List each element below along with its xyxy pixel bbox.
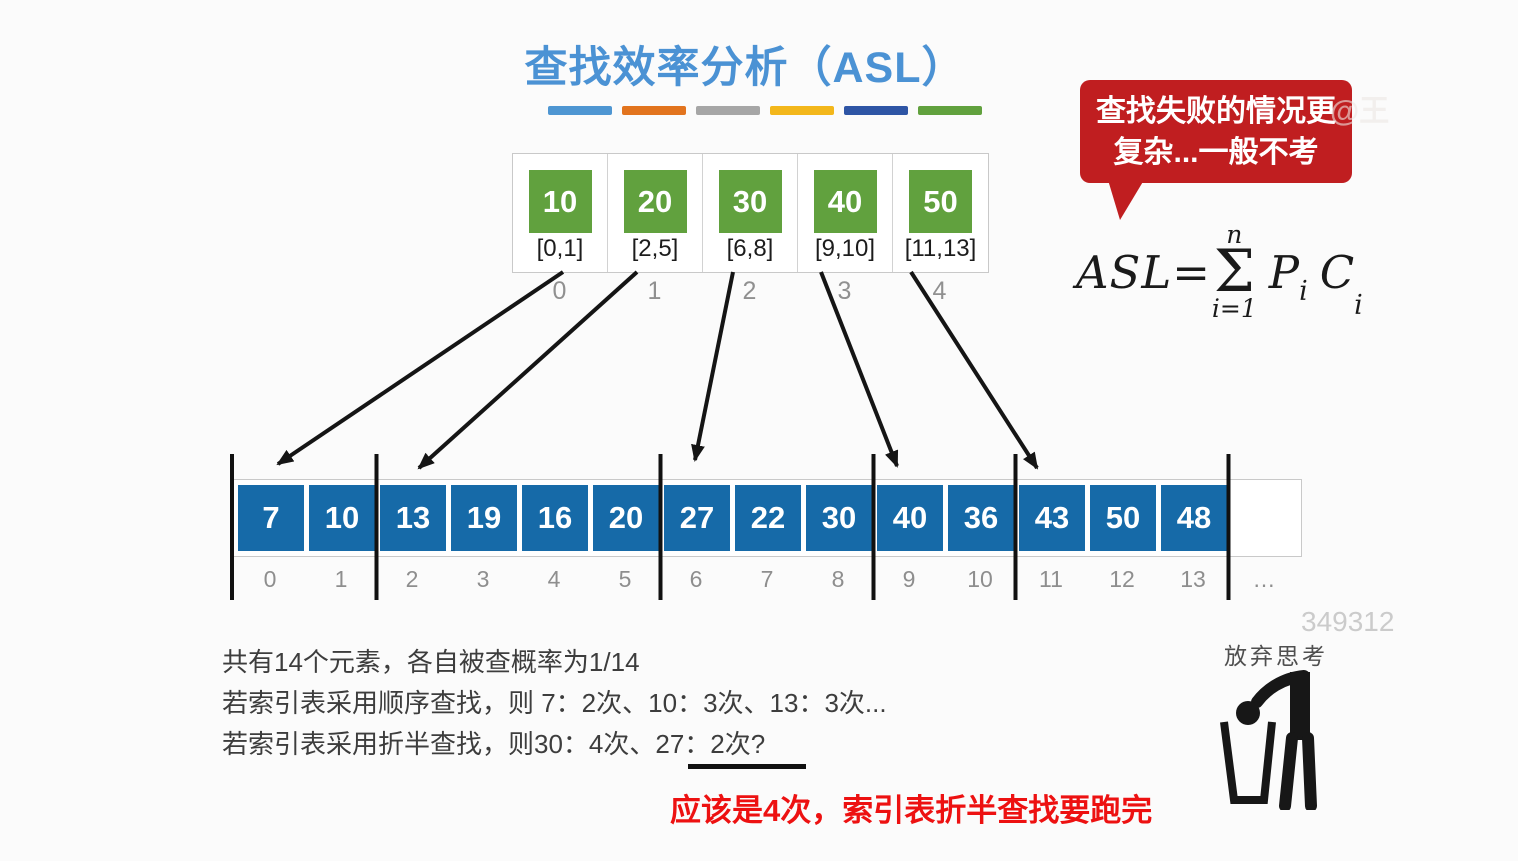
array-cell: 36 [948, 485, 1014, 551]
array-index: 5 [618, 566, 632, 592]
array-cell: 40 [877, 485, 943, 551]
sigma-stack: n Σ i=1 [1212, 222, 1257, 323]
give-up-label: 放弃思考 [1224, 643, 1328, 669]
main-array-indices: 0 1 2 3 4 5 6 7 8 9 10 11 12 13 … [232, 566, 1302, 593]
array-cell: 7 [238, 485, 304, 551]
index-range-label: [11,13] [904, 235, 977, 262]
sigma-lower-bound: i=1 [1211, 294, 1257, 324]
title-underline [548, 106, 982, 115]
sigma-symbol: Σ [1213, 237, 1255, 305]
array-index: 8 [831, 566, 845, 592]
array-cell: 13 [380, 485, 446, 551]
callout-line2: 复杂...一般不考 [1113, 135, 1319, 169]
note-line2: 若索引表采用顺序查找，则 7：2次、10：3次、13：3次... [222, 688, 887, 718]
watermark-overlay: @王 [1330, 95, 1390, 128]
litter-person-icon [1220, 670, 1317, 810]
sigma-upper-bound: n [1226, 220, 1243, 249]
index-table-indices: 0 1 2 3 4 [512, 277, 989, 306]
index-table: 10 [0,1] 20 [2,5] 30 [6,8] 40 [9,10] 50 … [512, 153, 989, 273]
index-label: 3 [837, 277, 852, 305]
asl-formula: ASL= n Σ i=1 P i C i [1076, 222, 1363, 323]
note-line1: 共有14个元素，各自被查概率为1/14 [222, 647, 640, 677]
array-index: … [1252, 566, 1276, 592]
array-cell: 43 [1019, 485, 1085, 551]
index-label: 1 [647, 277, 662, 305]
array-index: 4 [547, 566, 561, 592]
index-label: 4 [932, 277, 947, 305]
page-title: 查找效率分析（ASL） [524, 44, 966, 92]
index-key-cell: 30 [718, 170, 782, 233]
index-key-cell: 20 [623, 170, 687, 233]
underline-bar-gray [696, 106, 760, 115]
index-key-cell: 40 [813, 170, 877, 233]
array-cell-empty [1232, 485, 1298, 551]
trash-bin [1220, 721, 1276, 804]
emphasis-underline [688, 764, 806, 769]
callout-line1: 查找失败的情况更 [1096, 94, 1336, 128]
term-c: C i [1319, 245, 1363, 321]
index-key-cell: 10 [528, 170, 592, 233]
note-line3: 若索引表采用折半查找，则30：4次、27：2次? [222, 729, 766, 759]
watermark-number: 349312 [1301, 606, 1395, 637]
array-index: 13 [1180, 566, 1206, 592]
array-index: 9 [902, 566, 916, 592]
correction-note: 应该是4次，索引表折半查找要跑完 [670, 793, 1153, 828]
array-cell: 27 [664, 485, 730, 551]
index-key-cell: 50 [909, 170, 972, 233]
callout-tail [1108, 180, 1144, 220]
array-cell: 50 [1090, 485, 1156, 551]
underline-bar-orange [622, 106, 686, 115]
array-index: 11 [1039, 566, 1063, 592]
index-range-label: [2,5] [631, 235, 679, 262]
array-index: 12 [1109, 566, 1135, 592]
dropped-head [1236, 701, 1260, 725]
array-index: 2 [405, 566, 419, 592]
array-index: 0 [263, 566, 277, 592]
formula-lhs: ASL= [1076, 245, 1211, 299]
array-index: 7 [760, 566, 774, 592]
index-table-col: 10 [0,1] [513, 154, 608, 272]
array-index: 3 [476, 566, 490, 592]
term-p: P i [1268, 245, 1308, 307]
array-cell: 30 [806, 485, 872, 551]
array-index: 10 [967, 566, 993, 592]
underline-bar-navy [844, 106, 908, 115]
array-cell: 48 [1161, 485, 1227, 551]
index-range-label: [0,1] [536, 235, 584, 262]
array-cell: 22 [735, 485, 801, 551]
array-index: 6 [689, 566, 703, 592]
person-leg-left [1279, 732, 1298, 810]
array-cell: 16 [522, 485, 588, 551]
callout-bubble: 查找失败的情况更 复杂...一般不考 [1080, 80, 1352, 183]
main-array: 7 10 13 19 16 20 27 22 30 40 36 43 50 48 [232, 479, 1302, 557]
person-leg-right [1302, 732, 1317, 810]
analysis-notes: 共有14个元素，各自被查概率为1/14 若索引表采用顺序查找，则 7：2次、10… [222, 642, 887, 765]
index-table-col: 20 [2,5] [608, 154, 703, 272]
array-cell: 19 [451, 485, 517, 551]
index-table-col: 30 [6,8] [703, 154, 798, 272]
array-cell: 10 [309, 485, 375, 551]
underline-bar-blue [548, 106, 612, 115]
underline-bar-yellow [770, 106, 834, 115]
index-range-label: [9,10] [814, 235, 876, 262]
underline-bar-green [918, 106, 982, 115]
index-table-col: 50 [11,13] [893, 154, 988, 272]
index-label: 2 [742, 277, 757, 305]
index-label: 0 [552, 277, 567, 305]
array-cell: 20 [593, 485, 659, 551]
array-index: 1 [334, 566, 348, 592]
index-range-label: [6,8] [726, 235, 774, 262]
index-table-col: 40 [9,10] [798, 154, 893, 272]
